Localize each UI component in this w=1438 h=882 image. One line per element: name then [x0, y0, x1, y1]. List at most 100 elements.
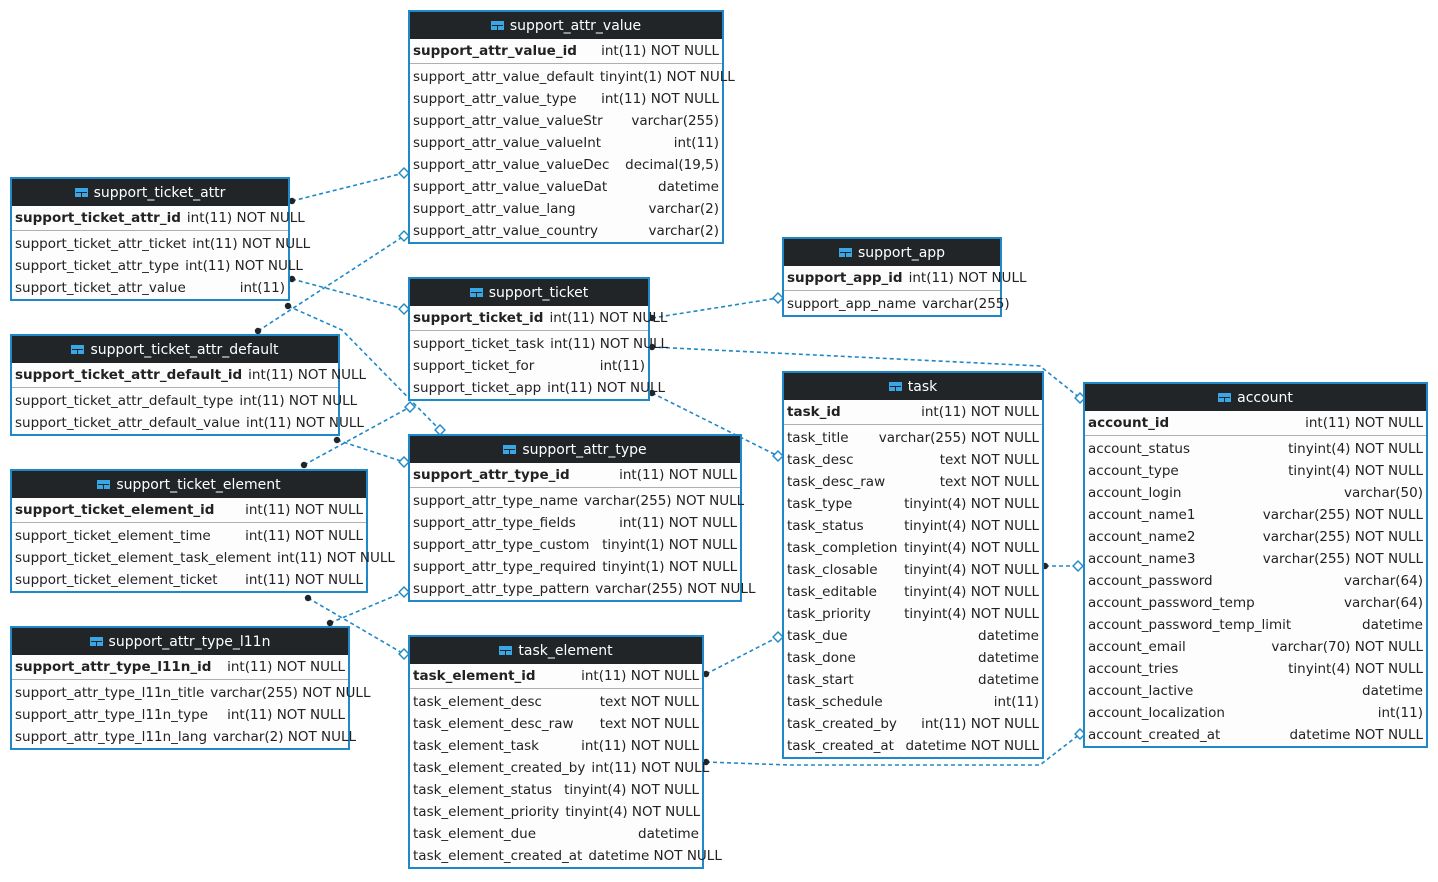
table-header[interactable]: support_attr_type_l11n	[12, 628, 348, 655]
table-header[interactable]: account	[1085, 384, 1426, 411]
table-header[interactable]: task_element	[410, 637, 702, 664]
table-header[interactable]: support_app	[784, 239, 1000, 266]
table-header[interactable]: support_attr_type	[410, 436, 740, 463]
column-name: support_ticket_attr_default_type	[15, 393, 234, 409]
table-header[interactable]: support_attr_value	[410, 12, 722, 39]
column-name: support_attr_type_l11n_id	[15, 659, 212, 675]
table-header[interactable]: support_ticket_attr	[12, 179, 288, 206]
table-header[interactable]: support_ticket	[410, 279, 648, 306]
table-header[interactable]: support_ticket_attr_default	[12, 336, 338, 363]
table-header[interactable]: task	[784, 373, 1042, 400]
table-header[interactable]: support_ticket_element	[12, 471, 366, 498]
